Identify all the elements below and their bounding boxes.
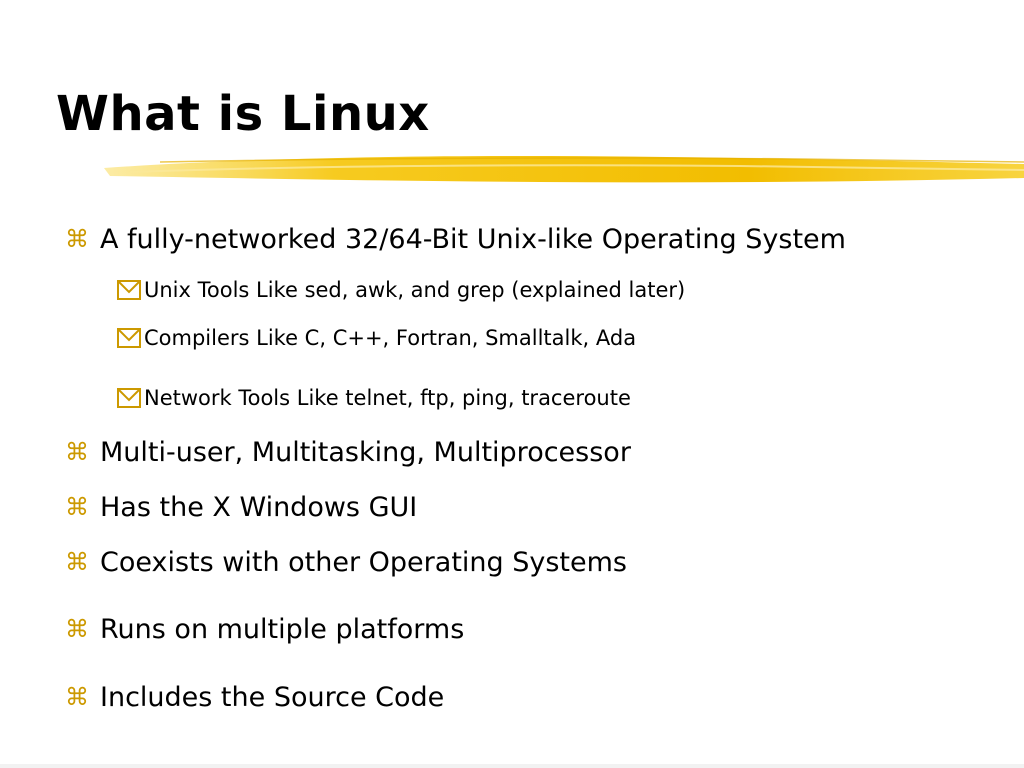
list-item: ⌘ Has the X Windows GUI [64,487,417,527]
bullet-text: Unix Tools Like sed, awk, and grep (expl… [144,278,686,302]
command-key-icon: ⌘ [65,438,89,466]
list-item: ⌘ Runs on multiple platforms [64,609,464,649]
command-key-icon: ⌘ [65,683,89,711]
bullet-text: A fully-networked 32/64-Bit Unix-like Op… [100,223,846,255]
bullet-text: Network Tools Like telnet, ftp, ping, tr… [144,386,631,410]
envelope-checkbox-icon [116,278,142,302]
command-key-icon: ⌘ [65,225,89,253]
list-item: ⌘ Includes the Source Code [64,677,444,717]
bullet-text: Compilers Like C, C++, Fortran, Smalltal… [144,326,637,350]
bullet-text: Has the X Windows GUI [100,491,418,523]
slide-title: What is Linux [56,86,430,142]
command-key-icon: ⌘ [65,493,89,521]
list-item: ⌘ Coexists with other Operating Systems [64,542,627,582]
list-item: Unix Tools Like sed, awk, and grep (expl… [116,274,685,306]
bullet-text: Multi-user, Multitasking, Multiprocessor [100,436,631,468]
list-item: ⌘ A fully-networked 32/64-Bit Unix-like … [64,219,846,259]
bottom-divider [0,764,1024,768]
envelope-checkbox-icon [116,326,142,350]
command-key-icon: ⌘ [65,615,89,643]
list-item: Network Tools Like telnet, ftp, ping, tr… [116,382,631,414]
list-item: ⌘ Multi-user, Multitasking, Multiprocess… [64,432,631,472]
bullet-text: Includes the Source Code [100,681,445,713]
bullet-text: Coexists with other Operating Systems [100,546,627,578]
bullet-text: Runs on multiple platforms [100,613,465,645]
list-item: Compilers Like C, C++, Fortran, Smalltal… [116,322,636,354]
envelope-checkbox-icon [116,386,142,410]
command-key-icon: ⌘ [65,548,89,576]
